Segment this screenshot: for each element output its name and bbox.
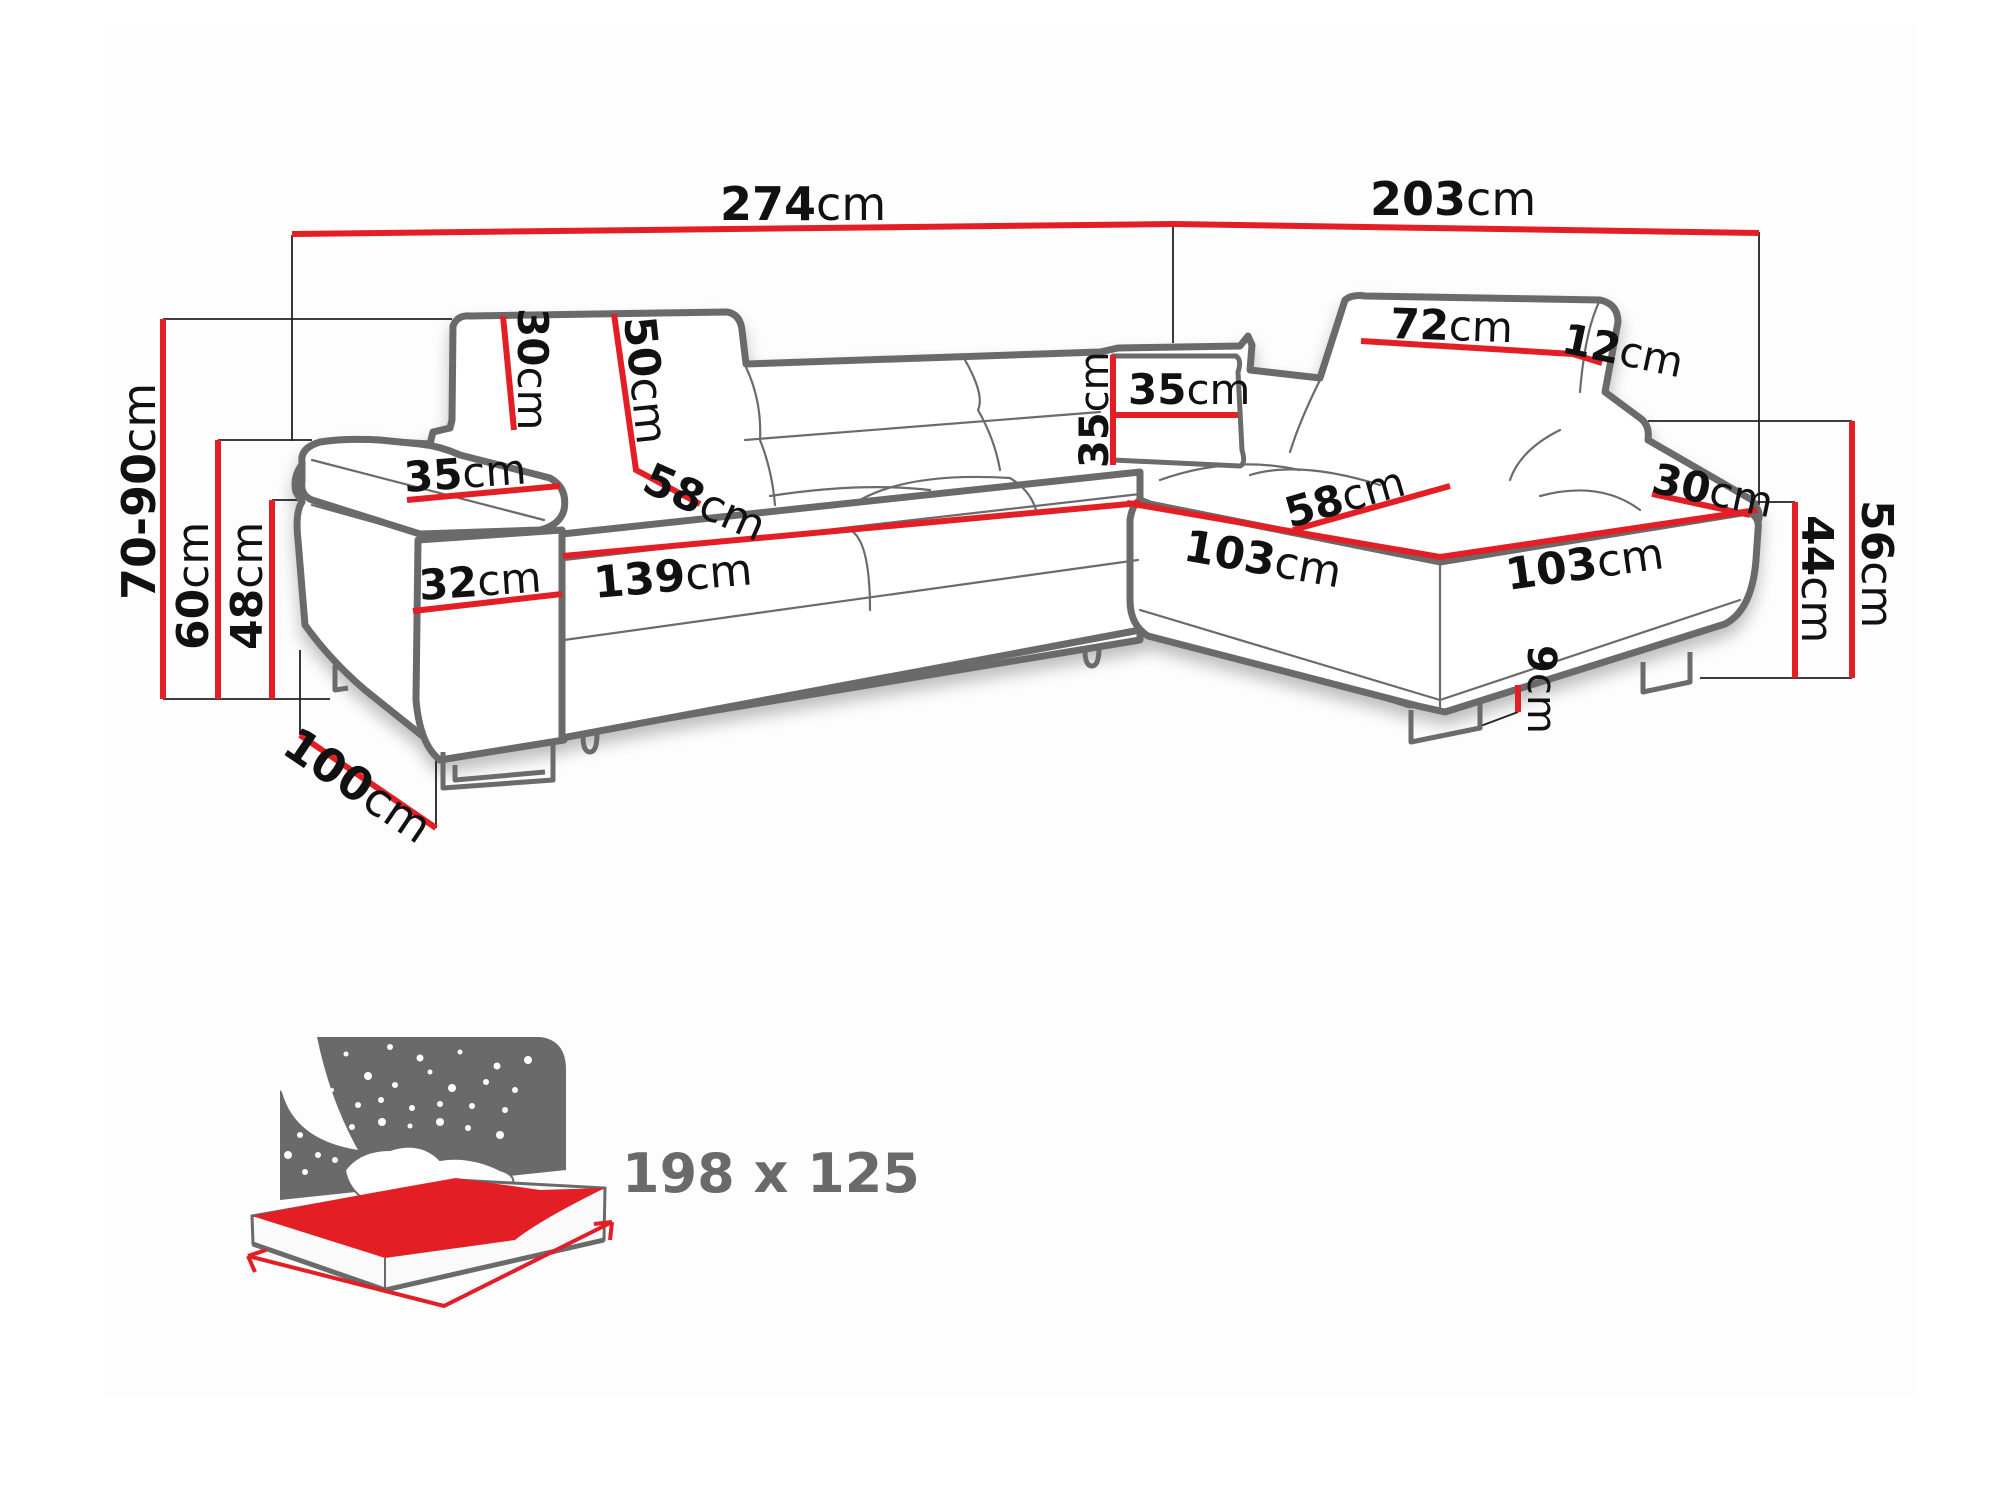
dim-274 [291,221,1174,237]
dimension-labels: 274cm 203cm 70-90cm 60cm 48cm 100cm 30cm… [112,172,1902,854]
dim-139 [562,500,1141,559]
sofa-illustration [291,292,1763,764]
dim-30-headrest [500,315,517,431]
label-9: 9cm [1518,645,1564,734]
dim-50-58 [611,313,702,507]
left-armrest-front [412,526,568,764]
label-30-headrest: 30cm [508,308,557,430]
label-103-right: 103cm [1502,528,1666,601]
dim-12 [1572,351,1603,366]
dim-32-armrest [412,591,563,614]
label-48: 48cm [222,522,273,650]
label-35-armrest: 35cm [402,445,528,502]
label-32: 32cm [417,553,543,610]
label-50: 50cm [613,314,677,447]
pillow [1110,353,1247,469]
star-icons [284,1044,532,1175]
leg-icon [440,742,556,791]
label-35-pillow-h: 35cm [1072,351,1118,468]
label-100: 100cm [274,716,442,854]
label-44: 44cm [1791,515,1842,643]
dim-72 [1360,338,1574,357]
dim-103-103 [1126,500,1758,561]
label-35-pillow-w: 35cm [1128,365,1250,414]
sofa-legs [332,647,1693,791]
dim-58-right [1292,483,1451,533]
label-70-90: 70-90cm [112,383,166,600]
dimension-lines [160,221,1855,831]
label-60: 60cm [168,522,219,650]
label-274: 274cm [720,177,886,231]
dim-100 [298,732,438,831]
dim-35-armrest [406,483,561,503]
bed-night-icon [246,1037,614,1309]
label-203: 203cm [1370,172,1536,226]
chaise-seat [1126,496,1762,716]
label-56: 56cm [1851,500,1902,628]
label-139: 139cm [592,544,755,609]
sleeping-area-label: 198 x 125 [622,1142,920,1205]
left-armrest [298,435,569,538]
label-72: 72cm [1390,299,1514,352]
dim-203 [1172,221,1760,236]
dim-30-side [1651,491,1751,518]
